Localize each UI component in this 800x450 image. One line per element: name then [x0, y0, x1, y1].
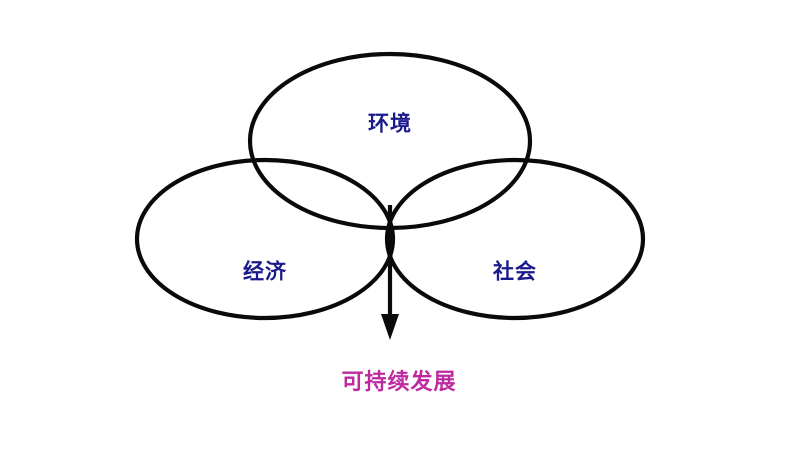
down-arrow-icon	[381, 205, 399, 340]
venn-circle-economy	[134, 157, 396, 321]
venn-label-society: 社会	[493, 259, 537, 284]
venn-circle-society	[384, 157, 646, 321]
outcome-label-sustainable-development: 可持续发展	[341, 370, 457, 395]
venn-label-economy: 经济	[243, 259, 287, 284]
venn-label-environment: 环境	[368, 111, 412, 136]
venn-circle-environment	[247, 51, 533, 231]
